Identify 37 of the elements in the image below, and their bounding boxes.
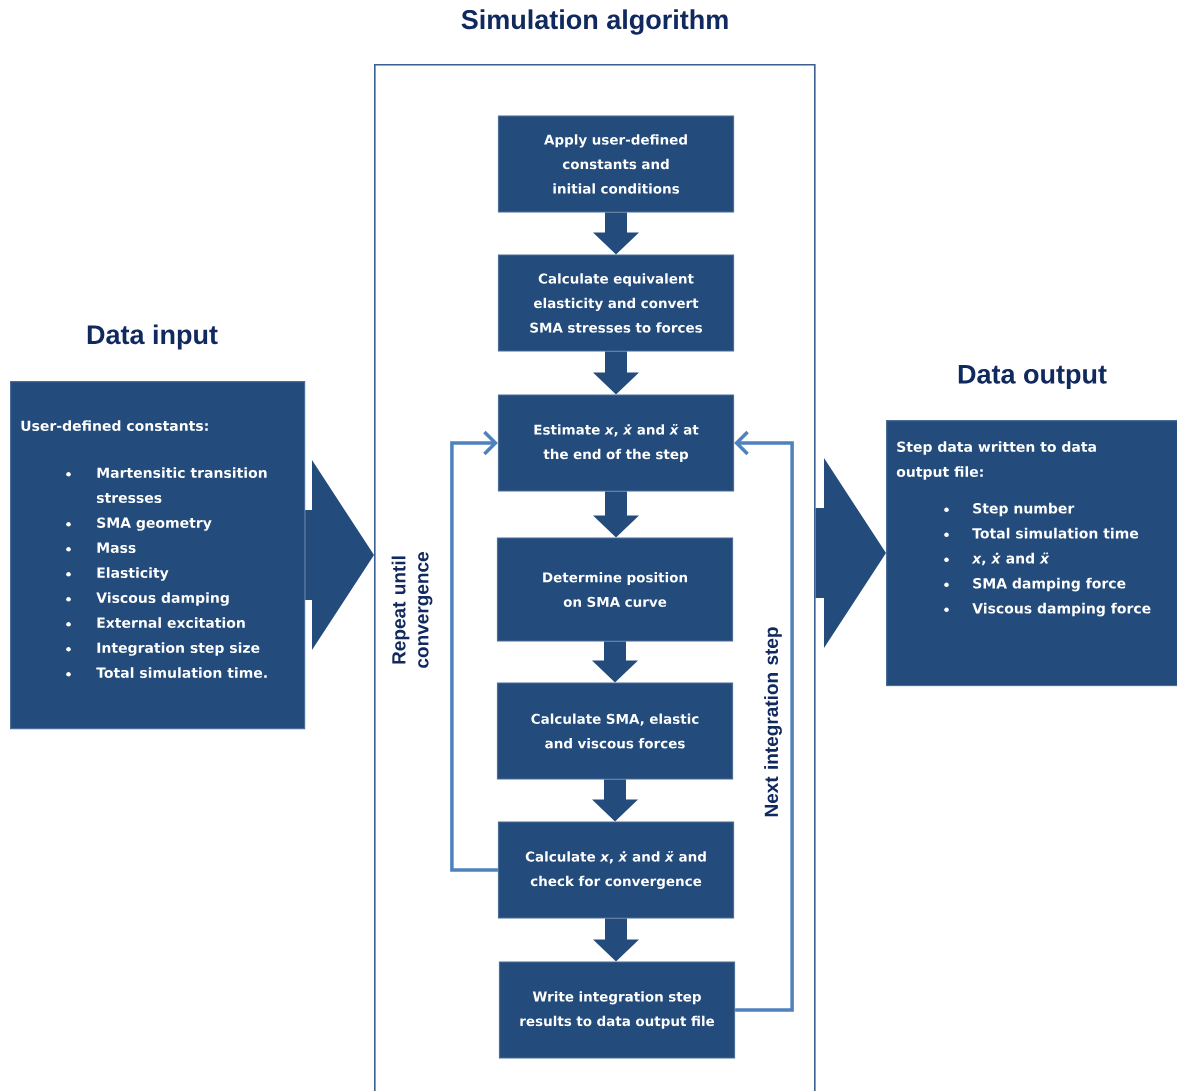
list-item: Elasticity	[97, 567, 169, 581]
list-item: Martensitic transition stresses	[96, 467, 267, 504]
edge-label: Repeat until convergence	[391, 552, 433, 668]
list-item: Viscous damping	[96, 592, 229, 606]
block-arrow	[593, 918, 639, 962]
block-arrow	[592, 779, 638, 822]
list-item: Step number	[973, 502, 1075, 517]
list-item: Mass	[97, 542, 136, 554]
block-arrow	[592, 641, 638, 683]
block-arrow	[815, 458, 886, 649]
intro-text: Step data written to data output file:	[896, 441, 1096, 480]
block-arrow	[593, 351, 639, 395]
intro-text: User-defined constants:	[21, 420, 208, 432]
edge-label: Next integration step	[764, 627, 782, 817]
process-box: Calculate x, ẋ and ẍ and check for convergence	[497, 821, 735, 919]
block-arrow	[593, 212, 639, 255]
list-item: Total simulation time	[972, 527, 1139, 539]
process-box: Estimate x, ẋ and ẍ at the end of the step	[497, 394, 735, 492]
heading: Simulation algorithm	[461, 9, 728, 35]
loop-arrow	[734, 430, 794, 1012]
list-item: Total simulation time.	[96, 667, 267, 679]
process-box: Determine position on SMA curve	[496, 537, 734, 642]
process-box: Calculate equivalent elasticity and convert SMA stresses to forces	[497, 254, 735, 352]
process-box: Write integration step results to data output file	[498, 961, 736, 1059]
list-item: Viscous damping force	[972, 602, 1151, 617]
list-item: x, ẋ and ẍ	[971, 552, 1050, 566]
list-item: External excitation	[97, 617, 245, 629]
list-item: SMA damping force	[973, 577, 1126, 592]
block-arrow	[305, 460, 374, 651]
heading: Data output	[958, 364, 1107, 390]
process-box: Calculate SMA, elastic and viscous forces	[496, 682, 734, 780]
process-box: Apply user-defined constants and initial conditions	[497, 115, 735, 213]
block-arrow	[593, 491, 639, 538]
list-item: Integration step size	[97, 642, 260, 656]
loop-arrow	[450, 430, 498, 872]
heading: Data input	[87, 324, 218, 350]
list-item: SMA geometry	[97, 517, 212, 531]
